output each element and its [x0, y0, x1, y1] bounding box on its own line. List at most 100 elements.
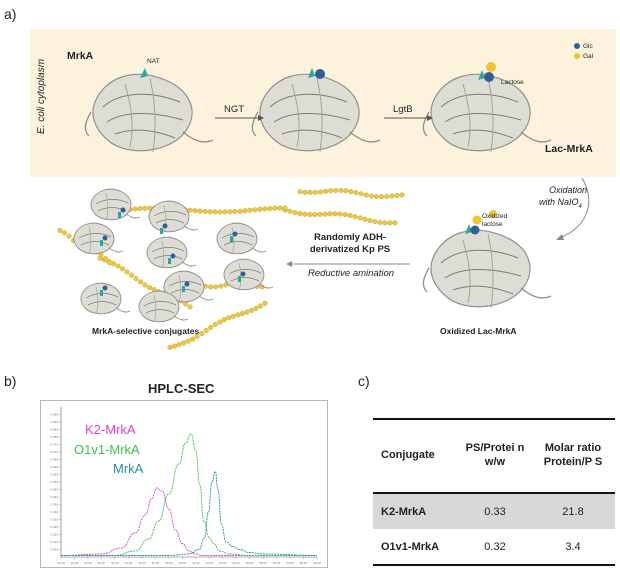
ps-bead: [124, 269, 130, 275]
x-tick-label: 46.00: [219, 561, 227, 565]
x-tick-label: 38.00: [165, 561, 173, 565]
protein-mrka: [84, 73, 214, 153]
ps-bead: [187, 304, 193, 310]
ps-bead: [262, 206, 268, 212]
ps-bead: [312, 211, 318, 218]
table-header-row: Conjugate PS/Protei n w/w Molar ratio Pr…: [373, 418, 615, 494]
y-tick-label: 0.040: [50, 495, 58, 499]
ps-bead: [212, 209, 218, 215]
ps-bead: [142, 282, 148, 288]
reductive-amination-label: Reductive amination: [307, 268, 395, 279]
y-tick-label: 0.015: [50, 533, 58, 537]
ps-bead: [348, 189, 354, 195]
header-molar-ratio: Molar ratio Protein/P S: [531, 418, 615, 494]
ps-bead: [181, 340, 187, 346]
ps-bead: [327, 211, 333, 217]
x-tick-label: 56.00: [286, 561, 294, 565]
row1-ps-protein: 0.33: [459, 493, 531, 529]
protein-glycosylated: [251, 73, 381, 153]
lactose-label: Lactose: [501, 79, 524, 86]
conjugate-table: Conjugate PS/Protei n w/w Molar ratio Pr…: [373, 418, 615, 566]
ps-bead: [347, 212, 353, 218]
ps-bead: [217, 209, 223, 215]
ps-bead: [357, 215, 363, 221]
x-tick-label: 28.00: [98, 561, 106, 565]
ps-bead: [342, 212, 348, 218]
ps-bead: [227, 209, 233, 215]
y-tick-label: 0.095: [50, 413, 58, 417]
protein-lac-mrka: [422, 73, 552, 153]
ps-bead: [253, 305, 259, 311]
ps-bead: [102, 255, 109, 262]
y-tick-label: 0.075: [50, 443, 58, 447]
ps-bead: [399, 192, 405, 198]
ps-bead: [333, 187, 339, 193]
ps-bead: [213, 284, 219, 290]
ps-bead: [226, 315, 232, 321]
y-tick-label: 0.025: [50, 518, 58, 522]
ps-bead: [257, 206, 263, 212]
ps-bead: [197, 208, 203, 214]
y-tick-label: 0.030: [50, 510, 58, 514]
ps-line1: Randomly ADH-: [314, 232, 386, 243]
ps-bead: [317, 211, 323, 217]
ps-bead: [61, 230, 68, 236]
header-ps-protein: PS/Protei n w/w: [459, 418, 531, 494]
ps-bead: [379, 194, 385, 200]
ps-bead: [389, 193, 395, 199]
y-tick-label: 0.045: [50, 488, 58, 492]
chart-title: HPLC-SEC: [148, 381, 215, 396]
y-tick-label: 0.020: [50, 525, 58, 529]
ps-bead: [167, 344, 173, 350]
ps-bead: [66, 233, 72, 239]
arrow-oxidation: [559, 177, 590, 239]
ps-bead: [387, 220, 393, 226]
ps-bead: [257, 303, 264, 309]
y-tick-label: 0.055: [50, 473, 58, 477]
ps-bead: [199, 330, 205, 337]
lac-mrka-title: Lac-MrkA: [545, 143, 593, 155]
oxidation-line2: with NaIO4: [539, 197, 582, 210]
x-tick-label: 22.00: [57, 561, 65, 565]
x-tick-label: 30.00: [111, 561, 119, 565]
ps-bead: [185, 338, 191, 344]
step-ngt: NGT: [224, 104, 245, 115]
ps-bead: [373, 193, 380, 200]
x-tick-label: 48.00: [232, 561, 240, 565]
y-tick-label: 0.070: [50, 450, 58, 454]
ps-bead: [146, 284, 153, 291]
glc-icon: [315, 69, 325, 79]
ps-bead: [367, 217, 373, 224]
x-tick-label: 50.00: [246, 561, 254, 565]
ps-bead: [132, 206, 138, 212]
legend-glc-label: Glc: [583, 43, 593, 50]
oxidized-lac-mrka-title: Oxidized Lac-MrkA: [440, 326, 517, 336]
ps-bead: [194, 333, 200, 339]
ps-bead: [317, 189, 323, 195]
row1-conjugate: K2-MrkA: [373, 493, 459, 529]
y-tick-label: 0.035: [50, 503, 58, 507]
y-tick-label: 0.010: [50, 540, 58, 544]
ps-bead: [287, 208, 293, 214]
ps-bead: [338, 187, 344, 193]
ps-bead: [190, 336, 196, 342]
conjugates-label: MrkA-selective conjugates: [92, 326, 200, 336]
ps-bead: [307, 211, 313, 218]
row2-conjugate: O1v1-MrkA: [373, 529, 459, 566]
ps-bead: [171, 343, 178, 349]
ps-bead: [372, 219, 378, 225]
ps-bead: [235, 312, 241, 318]
legend-gal-icon: [574, 53, 580, 59]
ps-bead: [128, 272, 135, 278]
table-row: K2-MrkA 0.33 21.8: [373, 493, 615, 529]
oxidized-lactose-line2: lactose: [482, 221, 503, 228]
legend-o1v1-mrka: O1v1-MrkA: [74, 442, 140, 457]
oxidation-line1: Oxidation: [549, 185, 588, 195]
ps-bead: [133, 276, 139, 282]
y-tick-label: 0.085: [50, 428, 58, 432]
x-tick-label: 54.00: [273, 561, 281, 565]
ps-bead: [142, 205, 148, 211]
row2-molar-ratio: 3.4: [531, 529, 615, 566]
ps-bead: [322, 188, 329, 194]
header-conjugate: Conjugate: [373, 418, 459, 494]
